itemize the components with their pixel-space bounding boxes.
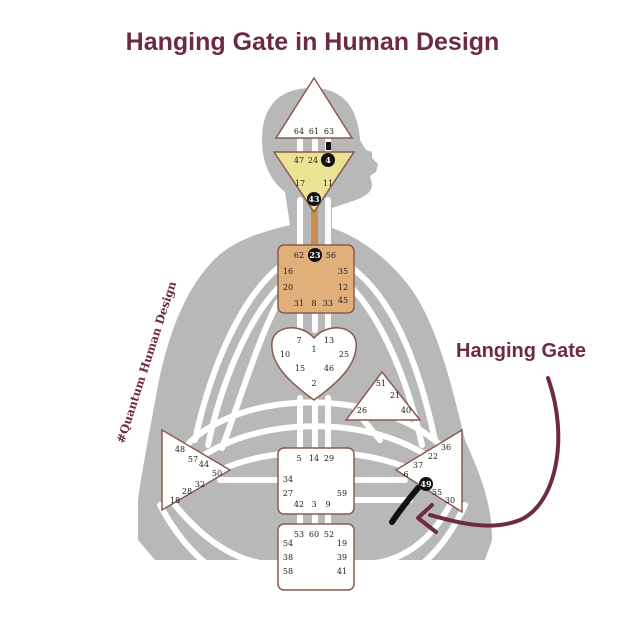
gate-30: 30 — [445, 496, 455, 505]
gate-2: 2 — [311, 379, 316, 388]
gate-62: 62 — [294, 251, 304, 260]
gate-59: 59 — [337, 489, 347, 498]
gate-32: 32 — [195, 480, 205, 489]
gate-27: 27 — [283, 489, 293, 498]
gate-60: 60 — [309, 530, 319, 539]
gate-12: 12 — [338, 283, 348, 292]
gate-56: 56 — [326, 251, 336, 260]
gate-54: 54 — [283, 539, 293, 548]
sacral-center — [277, 447, 355, 515]
hanging-gate-line — [389, 485, 421, 525]
gate-11: 11 — [323, 179, 333, 188]
gate-64: 64 — [294, 127, 304, 136]
gate-17: 17 — [295, 179, 305, 188]
gate-10: 10 — [280, 350, 290, 359]
gate-6: 6 — [403, 470, 408, 479]
active-gate-49-marker — [419, 477, 433, 491]
gate-50: 50 — [212, 469, 222, 478]
gate-45: 45 — [338, 296, 348, 305]
active-gate-23-marker — [308, 248, 322, 262]
solar-plexus-center — [394, 428, 463, 514]
gate-1: 1 — [311, 345, 316, 354]
spleen-center — [161, 428, 232, 512]
arrow-head — [416, 503, 438, 534]
gate-4: 4 — [325, 155, 331, 165]
gate-29: 29 — [324, 454, 334, 463]
gate-38: 38 — [283, 553, 293, 562]
gate-14: 14 — [309, 454, 319, 463]
gate-5: 5 — [296, 454, 301, 463]
gate-9: 9 — [325, 500, 330, 509]
gate-21: 21 — [390, 391, 400, 400]
ego-center — [344, 370, 422, 421]
active-gate-43-marker — [307, 192, 321, 206]
gate-8: 8 — [311, 299, 316, 308]
gate-19: 19 — [337, 539, 347, 548]
ajna-center — [272, 151, 356, 214]
gate-52: 52 — [324, 530, 334, 539]
gate-28: 28 — [182, 487, 192, 496]
throat-center — [277, 244, 355, 314]
hanging-gate-arrow — [428, 376, 561, 528]
gate-39: 39 — [337, 553, 347, 562]
gate-51: 51 — [376, 379, 386, 388]
gate-16: 16 — [283, 267, 293, 276]
gate-25: 25 — [339, 350, 349, 359]
gate-31: 31 — [294, 299, 304, 308]
gate-44: 44 — [199, 460, 209, 469]
channel-stub-4 — [326, 142, 331, 150]
defined-channel-43-23 — [311, 208, 318, 246]
gate-41: 41 — [337, 567, 347, 576]
gate-34: 34 — [283, 475, 293, 484]
gate-26: 26 — [357, 406, 367, 415]
gate-58: 58 — [283, 567, 293, 576]
gate-53: 53 — [294, 530, 304, 539]
gate-15: 15 — [295, 364, 305, 373]
active-gate-4-marker — [321, 153, 335, 167]
gate-49: 49 — [420, 479, 432, 489]
gate-3: 3 — [311, 500, 316, 509]
gate-61: 61 — [309, 127, 319, 136]
head-center — [274, 76, 354, 139]
g-center — [271, 327, 357, 401]
gate-63: 63 — [324, 127, 334, 136]
page-title: Hanging Gate in Human Design — [125, 28, 500, 56]
gate-42: 42 — [294, 500, 304, 509]
gate-48: 48 — [175, 445, 185, 454]
gate-22: 22 — [428, 452, 438, 461]
gate-40: 40 — [401, 406, 411, 415]
gate-36: 36 — [441, 443, 451, 452]
gate-23: 23 — [309, 250, 321, 260]
gate-20: 20 — [283, 283, 293, 292]
gate-35: 35 — [338, 267, 348, 276]
gate-24: 24 — [308, 156, 318, 165]
gate-7: 7 — [296, 336, 301, 345]
root-center — [277, 523, 355, 591]
gate-33: 33 — [323, 299, 333, 308]
gate-57: 57 — [188, 455, 198, 464]
gate-55: 55 — [432, 488, 442, 497]
gate-43: 43 — [308, 194, 320, 204]
hanging-gate-label: Hanging Gate — [456, 340, 586, 362]
gate-18: 18 — [170, 496, 180, 505]
gate-37: 37 — [413, 461, 423, 470]
gate-46: 46 — [324, 364, 334, 373]
gate-13: 13 — [324, 336, 334, 345]
gate-47: 47 — [294, 156, 304, 165]
